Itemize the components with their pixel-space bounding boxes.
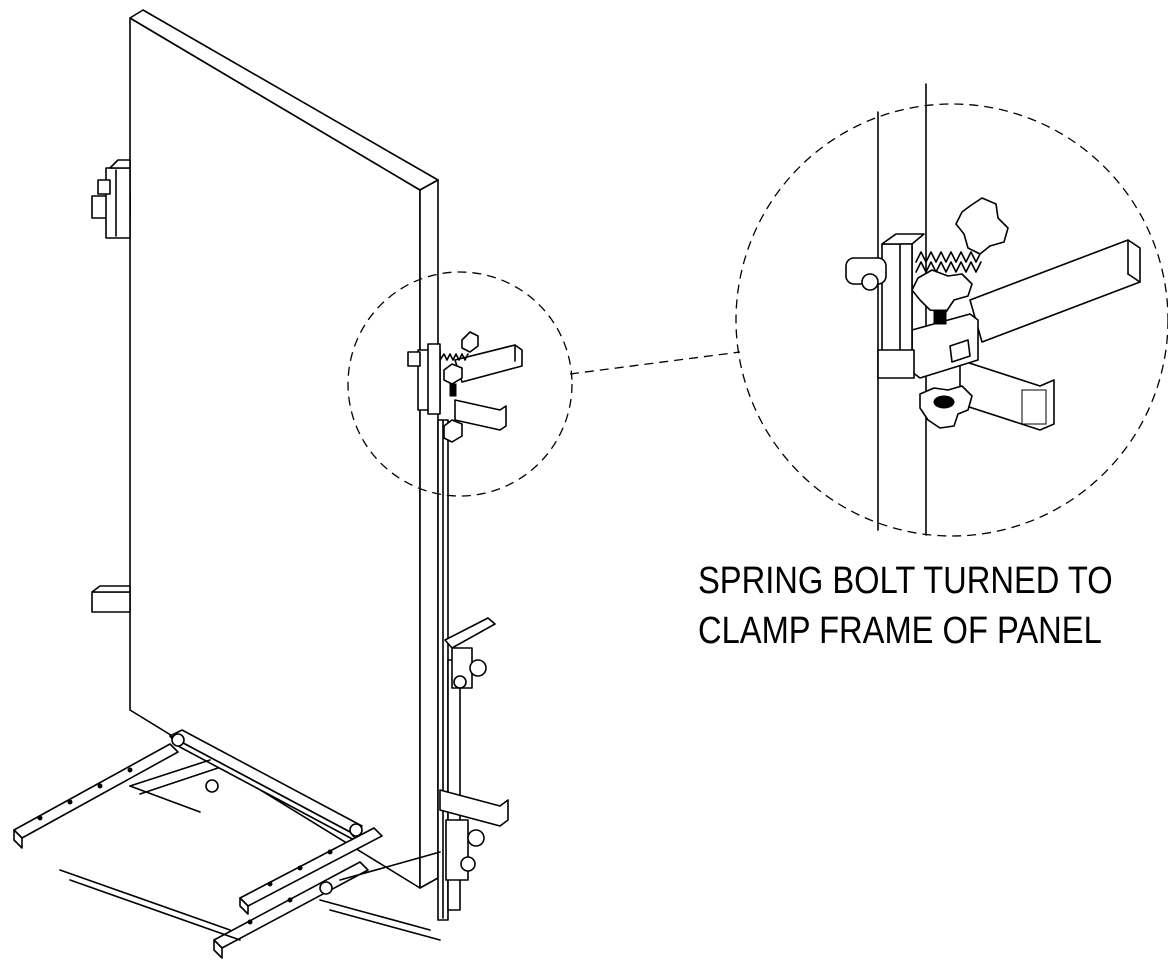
caption-line-2: CLAMP FRAME OF PANEL — [698, 610, 1102, 652]
base-stand — [13, 729, 441, 959]
callout-leader — [569, 351, 741, 375]
callout-caption: SPRING BOLT TURNED TO CLAMP FRAME OF PAN… — [698, 556, 1113, 656]
detail-circle-large — [735, 103, 1168, 537]
detail-view — [735, 83, 1168, 537]
small-spring-clamp — [407, 331, 523, 443]
mid-clamp — [444, 617, 496, 689]
panel — [129, 9, 439, 889]
caption-line-1: SPRING BOLT TURNED TO — [698, 560, 1113, 602]
left-clamp — [91, 159, 131, 239]
left-bar-stub — [91, 585, 131, 613]
detail-circle-small — [347, 271, 573, 497]
lower-clamp — [439, 789, 509, 881]
